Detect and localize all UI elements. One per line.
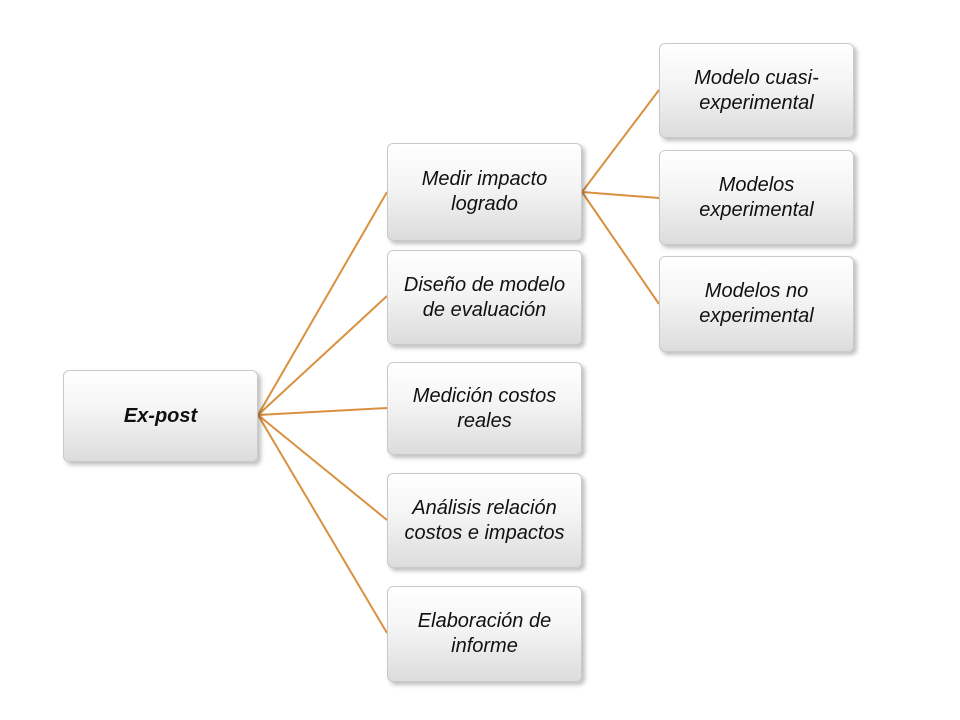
node-medicion-costos: Medición costos reales	[387, 362, 582, 455]
node-medir-impacto-label: Medir impacto logrado	[421, 168, 548, 215]
node-diseno-modelo-label: Diseño de modelo de evaluación	[403, 273, 566, 321]
node-medicion-costos-label: Medición costos reales	[412, 384, 557, 432]
connector-medir-to-no-experimental	[581, 191, 660, 305]
node-elaboracion-informe-label: Elaboración de informe	[417, 610, 552, 657]
node-modelos-experimental-label: Modelos experimental	[699, 173, 814, 221]
connector-medir-to-cuasi	[581, 89, 660, 193]
node-modelos-no-experimental-label: Modelos no experimental	[699, 280, 814, 327]
connector-medir-to-experimental	[581, 191, 660, 199]
node-analisis-relacion: Análisis relación costos e impactos	[387, 473, 582, 568]
root-node-label: Ex-post	[123, 404, 198, 427]
connector-root-to-analisis	[257, 414, 388, 521]
node-modelo-cuasi-experimental-label: Modelo cuasi-experimental	[694, 66, 819, 114]
node-elaboracion-informe: Elaboración de informe	[387, 586, 582, 682]
node-modelo-cuasi-experimental: Modelo cuasi-experimental	[659, 43, 854, 138]
node-modelos-experimental: Modelos experimental	[659, 150, 854, 245]
connector-root-to-elaboracion	[257, 414, 388, 634]
node-analisis-relacion-label: Análisis relación costos e impactos	[404, 496, 565, 544]
connector-root-to-medir	[257, 191, 388, 416]
root-node-ex-post: Ex-post	[63, 370, 258, 462]
node-medir-impacto: Medir impacto logrado	[387, 143, 582, 241]
connector-root-to-diseno	[257, 295, 388, 416]
node-diseno-modelo: Diseño de modelo de evaluación	[387, 250, 582, 345]
connector-root-to-medicion	[257, 407, 388, 416]
node-modelos-no-experimental: Modelos no experimental	[659, 256, 854, 352]
